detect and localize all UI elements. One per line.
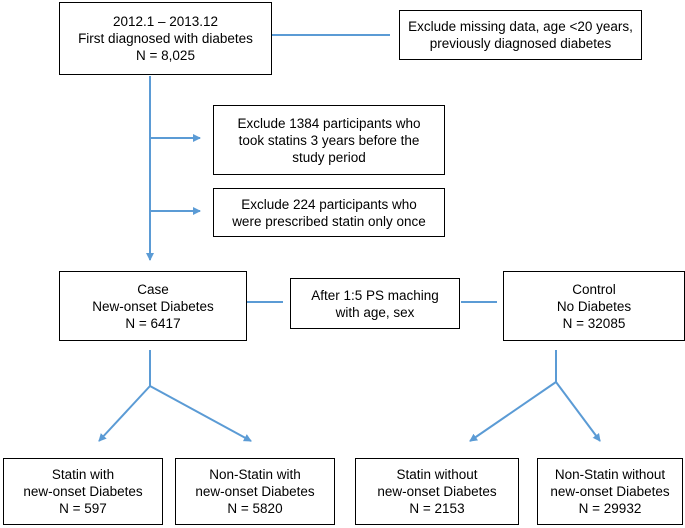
exclude-main-line2: previously diagnosed diabetes [429,36,612,51]
arrow-control-nonstatin [555,381,601,442]
group-statin-without-dm-line1: Statin without [396,467,478,482]
group-statin-with-dm-line2: new-onset Diabetes [23,484,143,499]
group-nonstatin-without-dm-count: N = 29932 [578,501,642,516]
group-statin-without-dm-box: Statin without new-onset Diabetes N = 21… [355,458,519,525]
arrow-case-nonstatin [149,385,252,442]
start-period: 2012.1 – 2013.12 [112,14,219,29]
group-nonstatin-without-dm-box: Non-Statin without new-onset Diabetes N … [537,458,683,525]
group-nonstatin-with-dm-box: Non-Statin with new-onset Diabetes N = 5… [175,458,335,525]
exclude-statins-line1: Exclude 1384 participants who [237,115,421,131]
group-nonstatin-with-dm-count: N = 5820 [227,501,283,516]
case-box: Case New-onset Diabetes N = 6417 [59,271,247,341]
case-count: N = 6417 [125,315,181,331]
start-box: 2012.1 – 2013.12 First diagnosed with di… [59,2,272,75]
control-box: Control No Diabetes N = 32085 [503,271,685,341]
group-statin-without-dm-count: N = 2153 [409,501,465,516]
exclude-once-line1: Exclude 224 participants who [241,196,417,212]
group-statin-with-dm-count: N = 597 [59,501,107,516]
arrow-control-statin [469,381,557,442]
case-title: Case [137,281,169,297]
exclude-statins-line3: study period [292,149,366,165]
exclude-once-line2: were prescribed statin only once [232,213,426,229]
start-label: First diagnosed with diabetes [78,31,253,46]
exclude-once-box: Exclude 224 participants who were prescr… [213,188,445,237]
matching-box: After 1:5 PS maching with age, sex [290,278,460,329]
start-count: N = 8,025 [136,48,195,63]
control-label: No Diabetes [556,298,632,314]
exclude-main-box: Exclude missing data, age <20 years, pre… [399,10,642,60]
control-title: Control [572,281,616,297]
exclude-statins-box: Exclude 1384 participants who took stati… [213,105,445,175]
group-nonstatin-with-dm-line1: Non-Statin with [209,467,301,482]
case-label: New-onset Diabetes [92,298,214,314]
group-nonstatin-with-dm-line2: new-onset Diabetes [195,484,315,499]
group-nonstatin-without-dm-line1: Non-Statin without [554,467,666,482]
matching-line1: After 1:5 PS maching [311,287,439,303]
group-statin-with-dm-line1: Statin with [51,467,115,482]
control-count: N = 32085 [562,315,626,331]
exclude-main-line1: Exclude missing data, age <20 years, [408,19,633,34]
matching-line2: with age, sex [335,304,415,320]
group-statin-with-dm-box: Statin with new-onset Diabetes N = 597 [3,458,163,525]
arrow-case-statin [98,385,151,442]
exclude-statins-line2: took statins 3 years before the [238,132,420,148]
group-nonstatin-without-dm-line2: new-onset Diabetes [550,484,670,499]
group-statin-without-dm-line2: new-onset Diabetes [377,484,497,499]
